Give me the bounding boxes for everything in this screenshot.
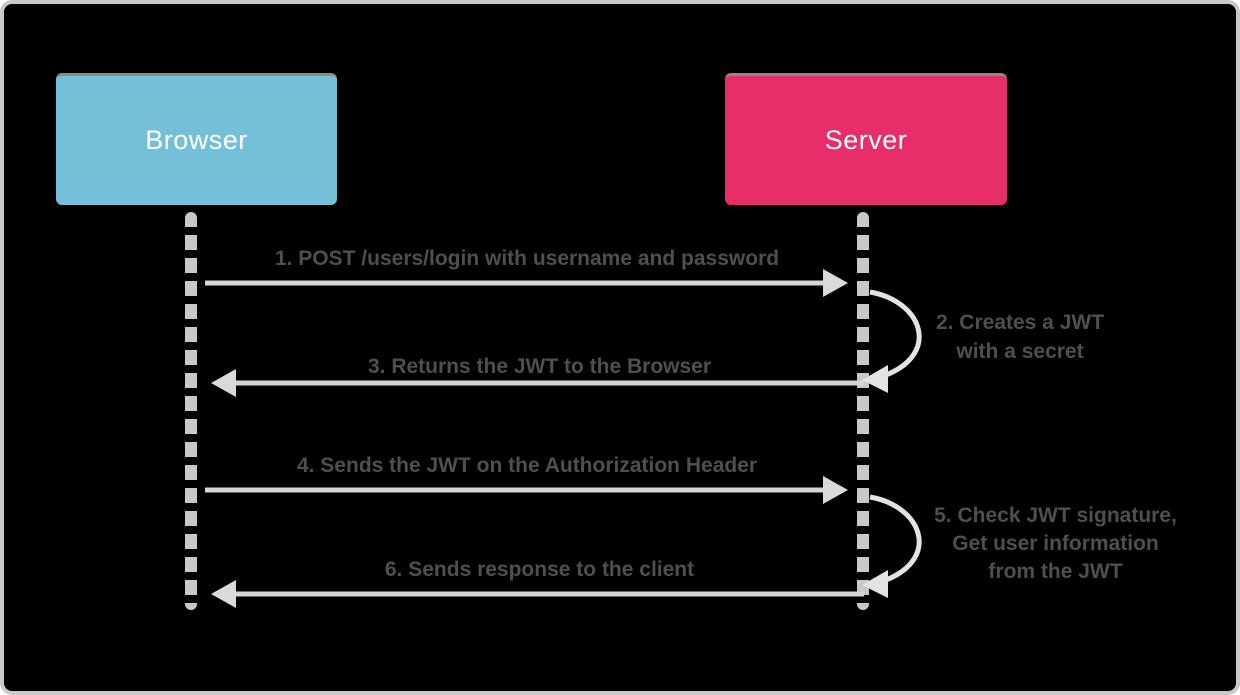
actor-label-browser: Browser xyxy=(145,125,248,155)
actor-label-server: Server xyxy=(824,125,908,155)
message-5-line-1: 5. Check JWT signature, xyxy=(934,504,1177,527)
server-self-loop-2-arrowhead xyxy=(862,365,888,393)
message-1-arrowhead-right xyxy=(823,269,848,297)
message-5-line-3: from the JWT xyxy=(988,560,1123,583)
message-4-arrowhead-right xyxy=(823,476,848,504)
message-3-arrowhead-left xyxy=(211,369,236,397)
message-6-label: 6. Sends response to the client xyxy=(384,558,695,581)
message-5-label: 5. Check JWT signature, Get user informa… xyxy=(928,502,1183,586)
browser-lifeline xyxy=(185,212,197,610)
server-self-loop-5-arc xyxy=(869,494,922,583)
actor-box-server: Server xyxy=(725,73,1007,205)
message-2-label: 2. Creates a JWT with a secret xyxy=(905,308,1135,366)
message-2-line-2: with a secret xyxy=(956,340,1084,363)
message-4-label: 4. Sends the JWT on the Authorization He… xyxy=(296,454,758,477)
message-2-line-1: 2. Creates a JWT xyxy=(935,311,1105,334)
server-self-loop-2-arc xyxy=(869,289,922,378)
message-3-label: 3. Returns the JWT to the Browser xyxy=(367,355,712,378)
actor-box-browser: Browser xyxy=(56,73,337,205)
server-lifeline xyxy=(857,212,869,610)
message-6-arrowhead-left xyxy=(211,580,236,608)
message-1-label: 1. POST /users/login with username and p… xyxy=(274,247,780,270)
message-5-line-2: Get user information xyxy=(952,532,1159,555)
server-self-loop-5-arrowhead xyxy=(862,570,888,598)
